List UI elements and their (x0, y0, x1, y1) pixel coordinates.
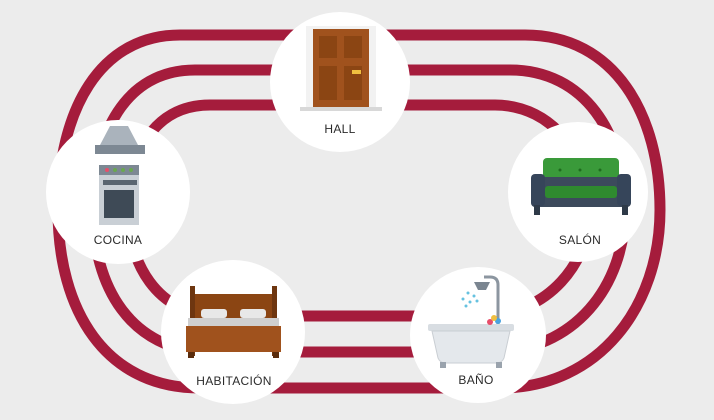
bathtub-icon (428, 275, 514, 368)
room-label-bano: BAÑO (458, 373, 493, 387)
room-label-salon: SALÓN (559, 232, 601, 247)
room-node-hall: HALL (270, 12, 410, 152)
room-node-bano: BAÑO (410, 267, 546, 403)
bed-icon (186, 286, 281, 358)
room-node-habitacion: HABITACIÓN (161, 260, 305, 404)
room-node-salon: SALÓN (508, 122, 648, 262)
stove-icon (95, 126, 145, 225)
room-label-hall: HALL (324, 122, 355, 136)
sofa-icon (531, 158, 631, 215)
room-node-cocina: COCINA (46, 120, 190, 264)
door-icon (300, 26, 382, 111)
room-label-cocina: COCINA (94, 233, 142, 247)
room-label-habitacion: HABITACIÓN (196, 373, 271, 388)
